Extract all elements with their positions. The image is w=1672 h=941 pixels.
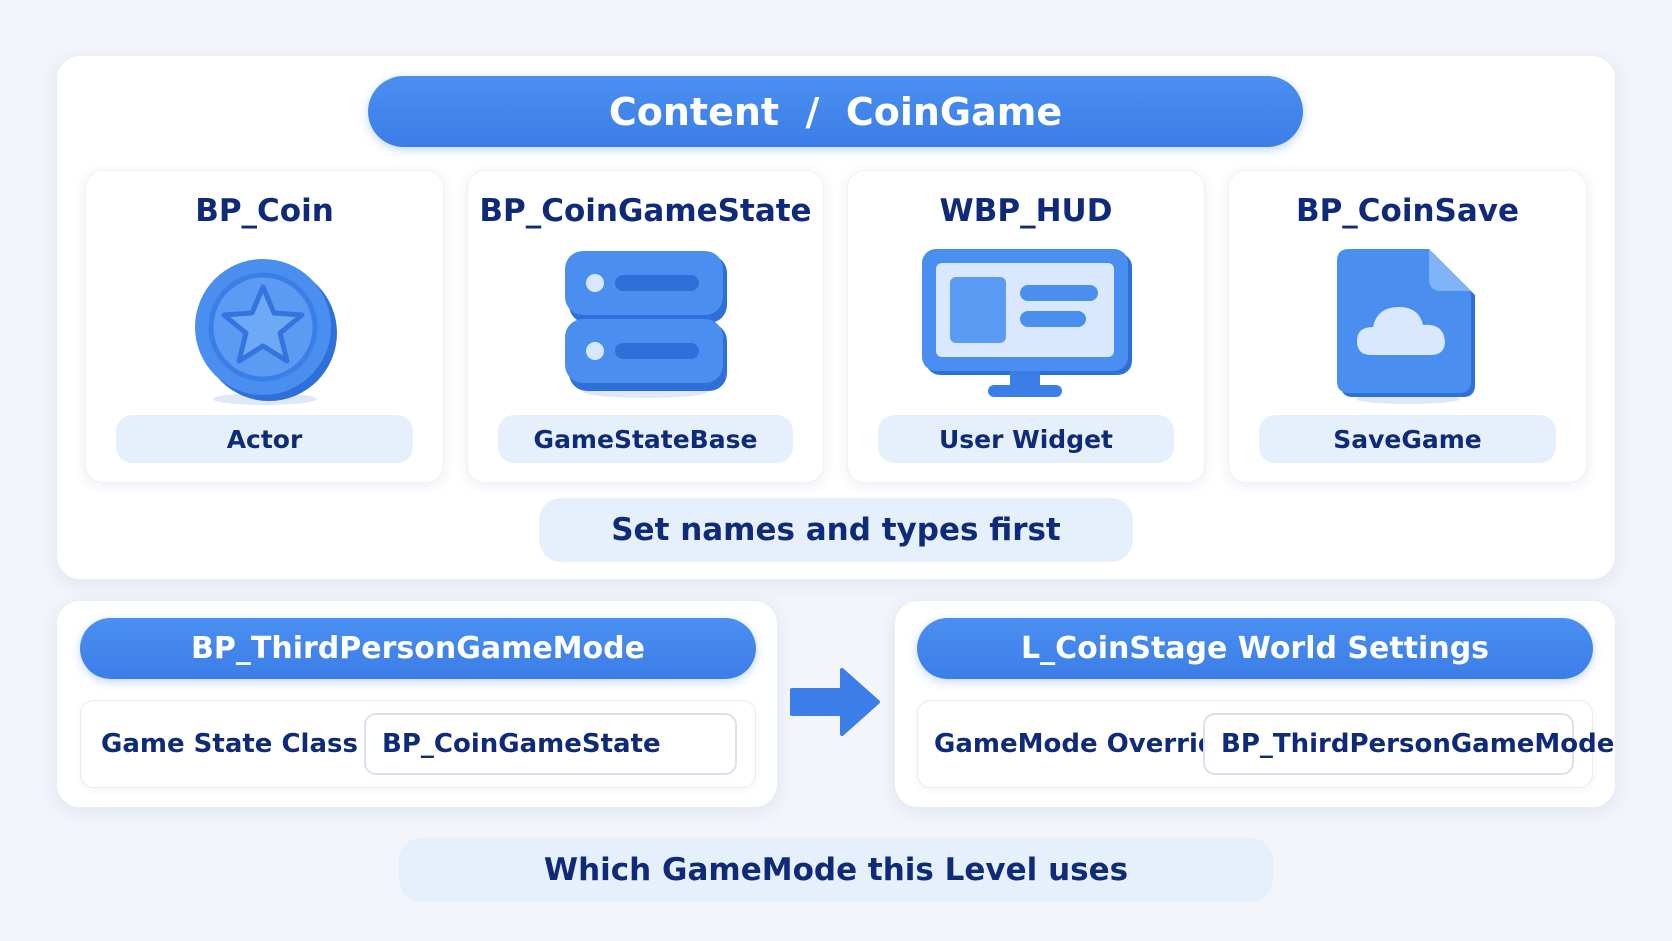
- world-settings-header: L_CoinStage World Settings: [917, 618, 1593, 679]
- gamemode-note-text: Which GameMode this Level uses: [543, 852, 1129, 888]
- gamemode-override-label: GameMode Override: [934, 729, 1235, 759]
- gamemode-override-row: GameMode Override BP_ThirdPersonGameMode: [917, 700, 1614, 788]
- gamemode-override-field[interactable]: BP_ThirdPersonGameMode: [1203, 713, 1614, 775]
- cloud-file-icon: [1333, 249, 1483, 409]
- asset-card-bp-coingamestate[interactable]: BP_CoinGameState GameStateBase: [467, 170, 824, 483]
- asset-card-bp-coinsave[interactable]: BP_CoinSave SaveGame: [1228, 170, 1587, 483]
- right-arrow-icon: [790, 666, 884, 742]
- folder-path-title: Content / CoinGame: [608, 89, 1063, 134]
- game-state-class-label: Game State Class: [101, 729, 358, 759]
- asset-type-label: SaveGame: [1333, 424, 1482, 454]
- server-stack-icon: [561, 249, 731, 403]
- naming-note: Set names and types first: [539, 498, 1133, 562]
- asset-type-label: User Widget: [938, 424, 1113, 454]
- asset-name: WBP_HUD: [939, 193, 1113, 229]
- monitor-widget-icon: [920, 249, 1132, 405]
- asset-card-wbp-hud[interactable]: WBP_HUD User Widget: [847, 170, 1205, 483]
- asset-type-label: Actor: [226, 424, 303, 454]
- folder-path-header: Content / CoinGame: [368, 76, 1303, 147]
- asset-name: BP_CoinGameState: [479, 193, 812, 229]
- asset-type-badge: SaveGame: [1259, 415, 1556, 463]
- asset-type-badge: GameStateBase: [498, 415, 793, 463]
- game-state-class-field[interactable]: BP_CoinGameState: [364, 713, 737, 775]
- asset-type-label: GameStateBase: [533, 424, 758, 454]
- gamemode-panel-header: BP_ThirdPersonGameMode: [80, 618, 756, 679]
- coin-star-icon: [185, 249, 345, 413]
- asset-type-badge: User Widget: [878, 415, 1174, 463]
- asset-name: BP_Coin: [195, 193, 334, 229]
- naming-note-text: Set names and types first: [611, 512, 1061, 548]
- world-settings-title: L_CoinStage World Settings: [1020, 631, 1490, 666]
- asset-type-badge: Actor: [116, 415, 413, 463]
- asset-card-bp-coin[interactable]: BP_Coin Actor: [85, 170, 444, 483]
- game-state-class-row: Game State Class BP_CoinGameState: [80, 700, 756, 788]
- gamemode-panel-title: BP_ThirdPersonGameMode: [191, 631, 645, 666]
- asset-name: BP_CoinSave: [1295, 193, 1520, 229]
- gamemode-note: Which GameMode this Level uses: [399, 838, 1273, 902]
